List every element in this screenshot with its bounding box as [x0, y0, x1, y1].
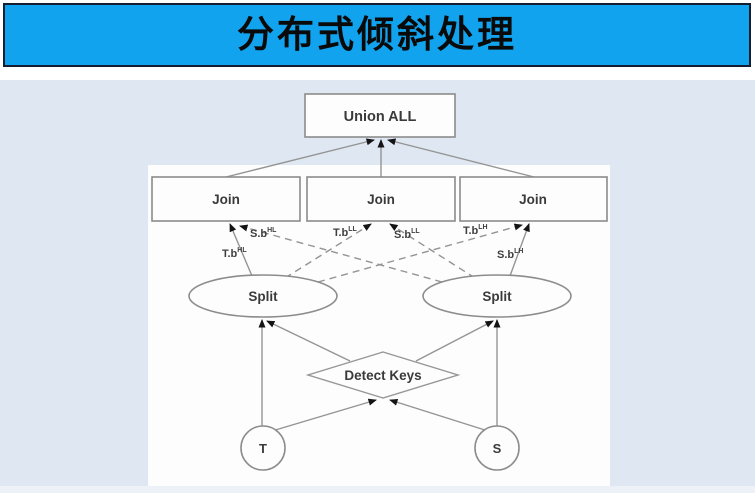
split-left-label: Split — [248, 289, 278, 304]
source-t-node: T — [240, 425, 286, 471]
split-right-node: Split — [422, 274, 572, 318]
edge-tbll-splitleft-to-joinmiddle — [284, 223, 372, 279]
join-left-label: Join — [212, 192, 240, 207]
edge-detect-to-splitleft — [266, 320, 351, 362]
source-t-label: T — [259, 441, 267, 456]
nodes-layer: Union ALL Join Join Join Split Split Det… — [151, 93, 608, 471]
edges-layer — [225, 138, 535, 432]
join-left-node: Join — [151, 176, 301, 222]
edge-s-to-detect — [389, 398, 489, 432]
edge-join-right-to-union — [387, 138, 535, 178]
union-all-label: Union ALL — [344, 109, 417, 125]
source-s-label: S — [493, 441, 502, 456]
edge-sblh-splitright-to-joinright — [509, 223, 530, 277]
edge-label-sb-ll: S.bLL — [394, 228, 420, 241]
edge-label-tb-hl: T.bHL — [222, 247, 247, 260]
edge-sbll-splitright-to-joinmiddle — [389, 223, 476, 279]
edge-t-to-detect — [271, 398, 377, 432]
header-banner: 分布式倾斜处理 — [3, 3, 751, 67]
join-right-label: Join — [519, 192, 547, 207]
source-s-node: S — [474, 425, 520, 471]
diagram-svg: S.bHL T.bHL T.bLL S.bLL T.bLH S.bLH Unio… — [151, 93, 608, 471]
split-right-label: Split — [482, 289, 512, 304]
join-middle-node: Join — [306, 176, 456, 222]
split-left-node: Split — [188, 274, 338, 318]
detect-keys-label: Detect Keys — [344, 368, 421, 383]
bottom-strip — [0, 486, 755, 493]
edge-sbhl-splitright-to-joinleft — [239, 224, 443, 283]
join-middle-label: Join — [367, 192, 395, 207]
edge-label-tb-ll: T.bLL — [333, 226, 358, 239]
edge-labels-layer: S.bHL T.bHL T.bLL S.bLL T.bLH S.bLH — [222, 224, 523, 261]
edge-detect-to-splitright — [415, 320, 494, 362]
edge-label-sb-hl: S.bHL — [250, 227, 277, 240]
edge-tbhl-splitleft-to-joinleft — [229, 223, 253, 277]
union-all-node: Union ALL — [304, 93, 456, 138]
join-right-node: Join — [459, 176, 608, 222]
edge-join-left-to-union — [225, 138, 375, 178]
detect-keys-node: Detect Keys — [305, 351, 461, 399]
edge-tblh-splitleft-to-joinright — [317, 223, 523, 283]
page-title: 分布式倾斜处理 — [237, 13, 517, 55]
edge-label-sb-lh: S.bLH — [497, 248, 523, 261]
edge-label-tb-lh: T.bLH — [463, 224, 488, 237]
